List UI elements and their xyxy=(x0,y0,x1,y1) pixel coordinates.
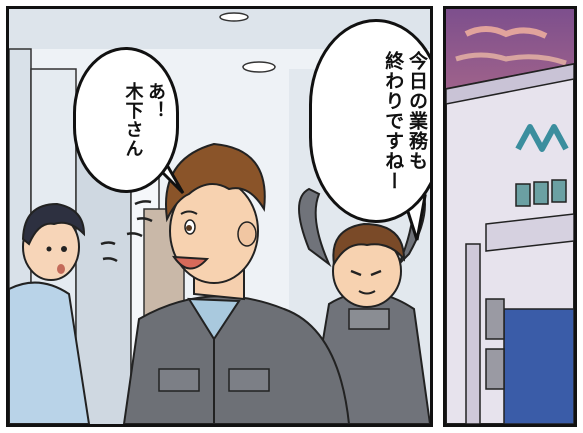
speech-bubble-worker: 今日の業務も 終わりですねー xyxy=(309,19,430,223)
panel-office: あ！ 木下さん 今日の業務も 終わりですねー xyxy=(6,6,433,427)
man-left xyxy=(9,202,91,424)
building-illustration xyxy=(446,9,574,424)
panel-building xyxy=(443,6,577,427)
motion-lines xyxy=(100,200,153,263)
speech-text-worker: 今日の業務も 終わりですねー xyxy=(382,51,428,191)
man-center xyxy=(122,142,351,424)
speech-bubble-kinoshita: あ！ 木下さん xyxy=(73,47,179,193)
speech-text-kinoshita: あ！ 木下さん xyxy=(122,82,167,158)
